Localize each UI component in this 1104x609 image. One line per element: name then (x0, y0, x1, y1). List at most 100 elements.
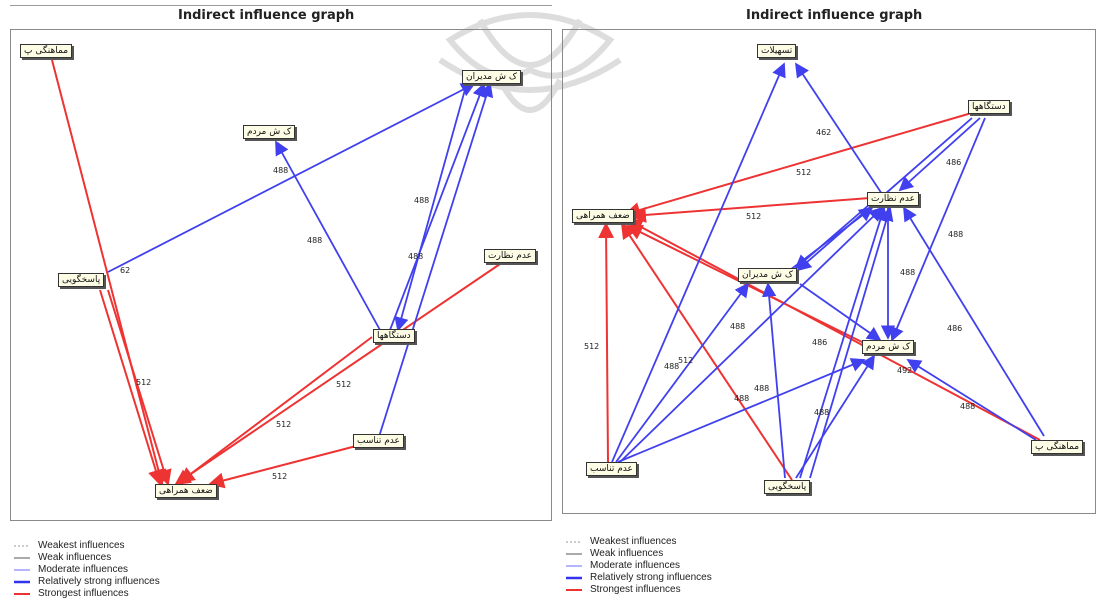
legend-swatch (14, 557, 30, 559)
legend-swatch (566, 565, 582, 567)
legend-swatch (14, 569, 30, 571)
legend-row-relatively-strong: Relatively strong influences (14, 576, 160, 588)
edge-label: 488 (734, 394, 750, 403)
node-left-hamahangi: مماهنگی پ (20, 44, 73, 58)
edge-label: 512 (276, 420, 292, 429)
node-right-mardom: ک ش مردم (862, 340, 915, 354)
edge-right-dastgah-nezarat (898, 117, 981, 192)
edge-right-hamahangi-zaf (626, 219, 1041, 441)
edge-right-hamahangi-mardom (906, 359, 1037, 441)
legend-row-weak: Weak influences (566, 548, 712, 560)
legend-row-strongest: Strongest influences (14, 588, 160, 600)
edge-left-hamahangi-zaf (51, 59, 167, 486)
node-right-tanasob: عدم تناسب (586, 462, 637, 476)
legend-label: Relatively strong influences (590, 572, 712, 583)
edge-label: 488 (730, 322, 746, 331)
node-right-nezarat: عدم نظارت (867, 192, 919, 206)
legend-label: Weak influences (590, 548, 664, 559)
edge-right-dastgah-zaf (624, 111, 976, 218)
edge-label: 486 (946, 158, 962, 167)
edge-label: 486 (947, 324, 963, 333)
edge-left-tanasob-zaf (208, 444, 361, 489)
legend-row-weakest: Weakest influences (566, 536, 712, 548)
edge-right-nezarat-zaf (630, 197, 871, 223)
edge-label: 512 (746, 212, 762, 221)
left-top-rule (10, 5, 552, 6)
legend-label: Moderate influences (38, 564, 129, 575)
legend-swatch (566, 553, 582, 555)
legend-swatch (14, 580, 30, 584)
legend-label: Strongest influences (38, 588, 129, 599)
legend-row-weak: Weak influences (14, 552, 160, 564)
edge-label: 492 (897, 366, 913, 375)
edge-right-pasokhgoyi-nezarat-2 (809, 206, 894, 479)
edge-right-tanasob-mardom (617, 358, 866, 463)
edge-right-tanasob-nezarat (619, 206, 884, 463)
edge-right-hamahangi-nezarat (903, 206, 1045, 437)
node-left-dastgah: دستگاهها (373, 329, 415, 343)
node-right-zaf: ضعف همراهی (572, 209, 634, 223)
node-right-hamahangi: مماهنگی پ (1031, 440, 1084, 454)
edge-label: 512 (584, 342, 600, 351)
legend-label: Weak influences (38, 552, 112, 563)
legend-row-moderate: Moderate influences (14, 564, 160, 576)
edge-label: 512 (136, 378, 152, 387)
node-left-tanasob: عدم تناسب (353, 434, 404, 448)
left-legend: Weakest influences Weak influences Moder… (14, 540, 160, 600)
legend-row-relatively-strong: Relatively strong influences (566, 572, 712, 584)
edge-label: 512 (336, 380, 352, 389)
right-graph-frame (562, 29, 1096, 514)
edge-label: 488 (408, 252, 424, 261)
legend-label: Weakest influences (590, 536, 677, 547)
node-right-modiran: ک ش مدیران (738, 268, 797, 282)
edge-label: 488 (948, 230, 964, 239)
legend-swatch (14, 593, 30, 595)
legend-row-moderate: Moderate influences (566, 560, 712, 572)
edge-label: 462 (816, 128, 832, 137)
edge-left-dastgah-mardom (275, 140, 381, 331)
edge-right-pasokhgoyi-zaf (620, 222, 793, 481)
edge-label: 62 (120, 266, 131, 275)
edge-left-dastgah-modiran (389, 82, 487, 331)
edge-left-pasokhgoyi-zaf-2 (107, 289, 172, 486)
edge-right-modiran-nezarat (789, 206, 874, 271)
edge-label: 512 (796, 168, 812, 177)
left-panel-title: Indirect influence graph (178, 8, 355, 23)
node-right-dastgah: دستگاهها (968, 100, 1010, 114)
legend-label: Relatively strong influences (38, 576, 160, 587)
left-graph-frame (10, 29, 552, 521)
legend-label: Weakest influences (38, 540, 125, 551)
edge-label: 488 (664, 362, 680, 371)
edge-label: 488 (307, 236, 323, 245)
node-left-mardom: ک ش مردم (243, 125, 296, 139)
edge-label: 486 (812, 338, 828, 347)
edge-left-tanasob-modiran (377, 82, 494, 441)
node-left-modiran: ک ش مدیران (462, 70, 521, 84)
edge-right-nezarat-tashilat (795, 62, 883, 195)
edge-right-dastgah-mardom (890, 117, 986, 342)
edge-left-dastgah-zaf (178, 336, 373, 484)
edge-left-pasokhgoyi-zaf (99, 289, 164, 486)
edge-right-pasokhgoyi-mardom (795, 354, 875, 479)
edge-label: 512 (272, 472, 288, 481)
node-left-pasokhgoyi: پاسخگویی (58, 273, 105, 287)
edge-label: 488 (960, 402, 976, 411)
edge-right-tanasob-modiran (615, 282, 750, 463)
edge-right-pasokhgoyi-nezarat (799, 206, 888, 479)
legend-swatch (566, 576, 582, 580)
edge-label: 488 (273, 166, 289, 175)
legend-row-weakest: Weakest influences (14, 540, 160, 552)
node-right-tashilat: تسهیلات (757, 44, 797, 58)
edge-label: 488 (900, 268, 916, 277)
legend-label: Moderate influences (590, 560, 681, 571)
legend-swatch (566, 589, 582, 591)
edge-right-tanasob-tashilat (611, 62, 786, 463)
edge-left-modiran-dastgah (394, 85, 467, 332)
edge-label: 512 (678, 356, 694, 365)
edge-left-nezarat-zaf (174, 263, 501, 486)
edge-right-tanasob-zaf (598, 222, 615, 463)
legend-swatch (14, 545, 30, 547)
node-right-pasokhgoyi: پاسخگویی (764, 480, 811, 494)
edge-label: 488 (414, 196, 430, 205)
